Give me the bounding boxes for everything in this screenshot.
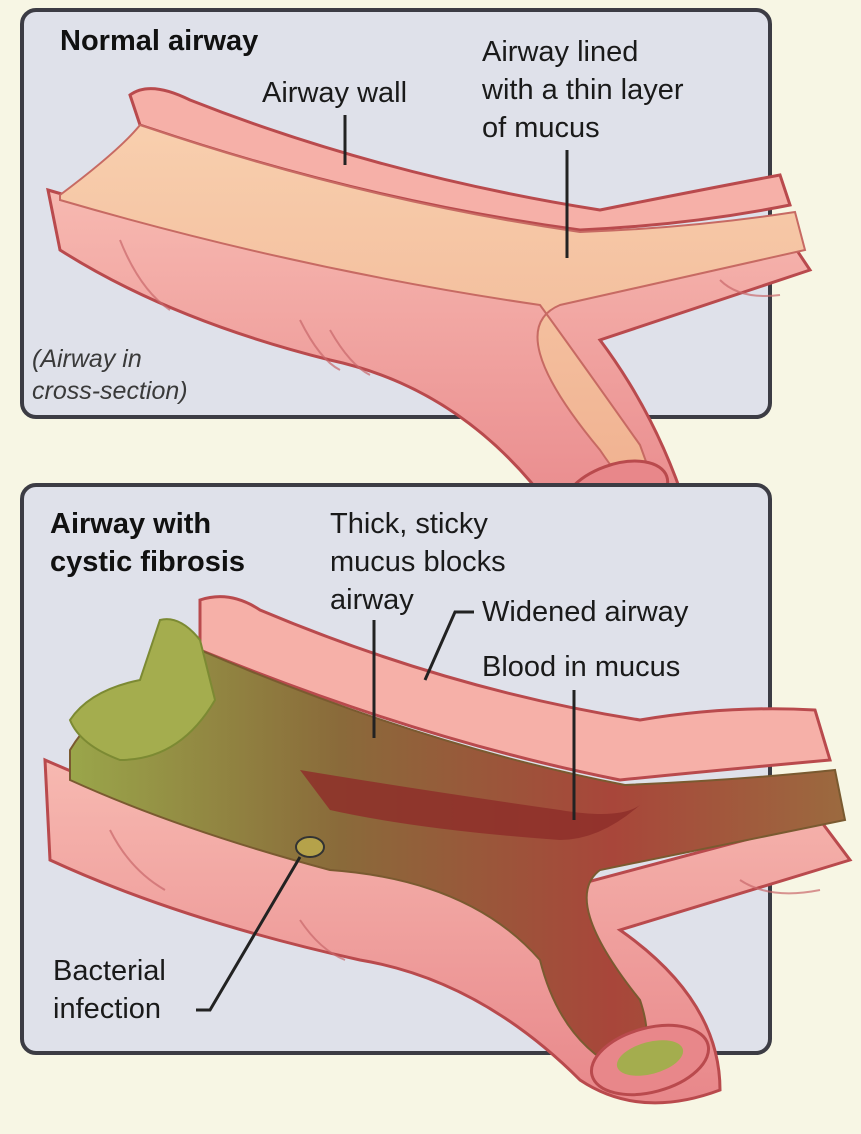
label-airway-wall: Airway wall bbox=[262, 74, 407, 112]
label-mucus-layer: Airway lined with a thin layer of mucus bbox=[482, 33, 684, 147]
title-cystic-fibrosis-airway: Airway with cystic fibrosis bbox=[50, 505, 245, 581]
label-thick-mucus: Thick, sticky mucus blocks airway bbox=[330, 505, 506, 619]
label-bacterial-infection: Bacterial infection bbox=[53, 952, 166, 1028]
label-cross-section: (Airway in cross-section) bbox=[32, 343, 188, 407]
panel-normal-airway bbox=[22, 10, 810, 542]
label-blood-in-mucus: Blood in mucus bbox=[482, 648, 680, 686]
title-normal-airway: Normal airway bbox=[60, 22, 258, 60]
label-widened-airway: Widened airway bbox=[482, 593, 688, 631]
bacterial-infection-spot bbox=[296, 837, 324, 857]
